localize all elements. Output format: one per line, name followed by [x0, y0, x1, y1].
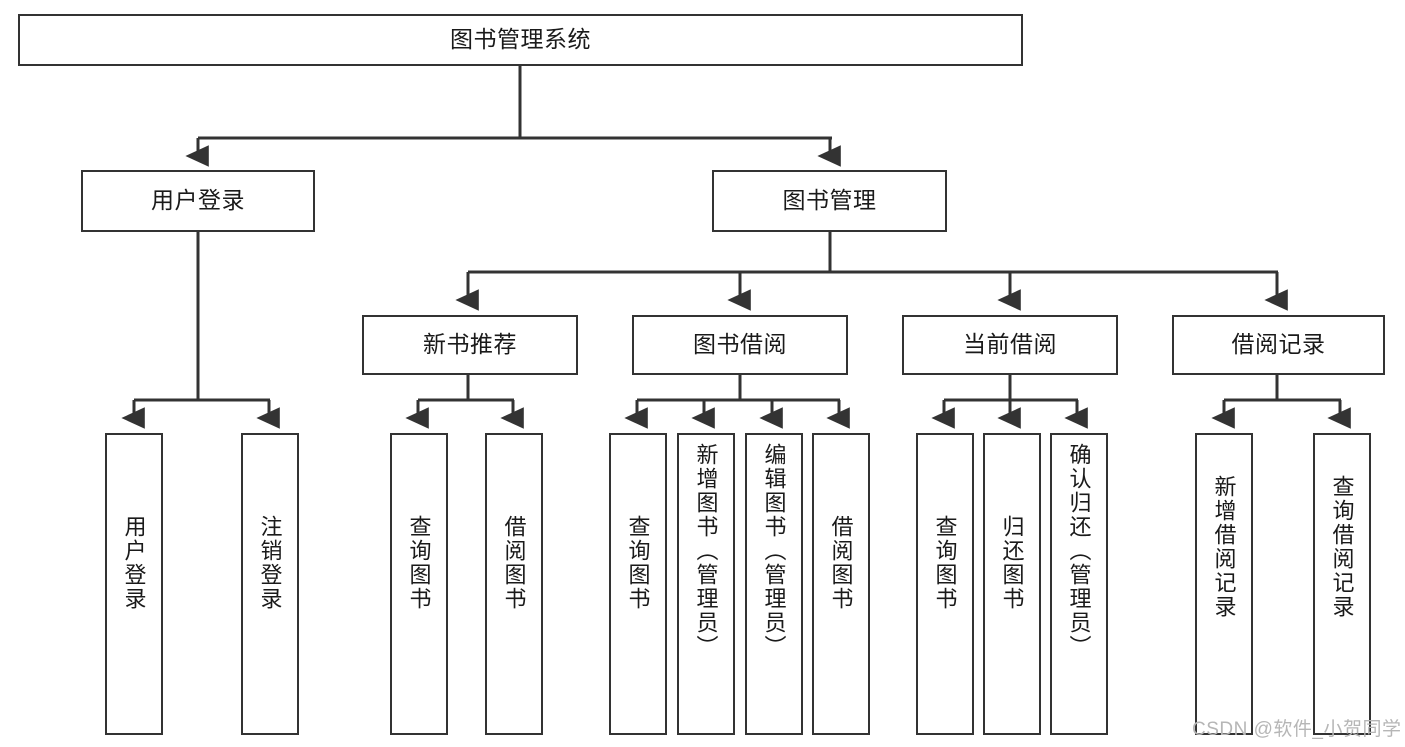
node-leaf-user-login-label: 用户登录: [121, 515, 147, 611]
node-leaf-add-book[interactable]: 新增图书（管理员）: [677, 433, 735, 735]
node-leaf-query-book-2-label: 查询图书: [625, 515, 651, 611]
node-leaf-borrow-book-2-label: 借阅图书: [828, 515, 854, 611]
node-leaf-user-logout-label: 注销登录: [257, 515, 283, 611]
node-new-book-recommend-label: 新书推荐: [423, 331, 517, 358]
node-book-manage[interactable]: 图书管理: [712, 170, 947, 232]
node-leaf-add-record[interactable]: 新增借阅记录: [1195, 433, 1253, 735]
node-leaf-user-logout[interactable]: 注销登录: [241, 433, 299, 735]
node-book-manage-label: 图书管理: [782, 187, 877, 214]
node-leaf-user-login[interactable]: 用户登录: [105, 433, 163, 735]
node-borrow-record-label: 借阅记录: [1231, 331, 1326, 358]
node-user-login[interactable]: 用户登录: [81, 170, 315, 232]
node-book-borrow-label: 图书借阅: [693, 331, 787, 358]
node-leaf-edit-book-label: 编辑图书（管理员）: [761, 443, 787, 659]
node-leaf-borrow-book-1-label: 借阅图书: [501, 515, 527, 611]
node-borrow-record[interactable]: 借阅记录: [1172, 315, 1385, 375]
node-root[interactable]: 图书管理系统: [18, 14, 1023, 66]
csdn-watermark: CSDN @软件_小贺同学: [1192, 719, 1402, 740]
node-leaf-query-record[interactable]: 查询借阅记录: [1313, 433, 1371, 735]
node-leaf-edit-book[interactable]: 编辑图书（管理员）: [745, 433, 803, 735]
node-leaf-return-book-label: 归还图书: [999, 515, 1025, 611]
node-user-login-label: 用户登录: [151, 187, 245, 214]
node-leaf-add-record-label: 新增借阅记录: [1211, 475, 1237, 619]
node-leaf-confirm-return[interactable]: 确认归还（管理员）: [1050, 433, 1108, 735]
node-leaf-query-book-2[interactable]: 查询图书: [609, 433, 667, 735]
node-leaf-add-book-label: 新增图书（管理员）: [693, 443, 719, 659]
node-current-borrow[interactable]: 当前借阅: [902, 315, 1118, 375]
node-leaf-query-book-1[interactable]: 查询图书: [390, 433, 448, 735]
node-root-label: 图书管理系统: [450, 26, 591, 53]
node-leaf-query-book-3-label: 查询图书: [932, 515, 958, 611]
node-leaf-query-book-3[interactable]: 查询图书: [916, 433, 974, 735]
node-book-borrow[interactable]: 图书借阅: [632, 315, 848, 375]
node-leaf-confirm-return-label: 确认归还（管理员）: [1066, 443, 1092, 659]
node-leaf-query-record-label: 查询借阅记录: [1329, 475, 1355, 619]
node-new-book-recommend[interactable]: 新书推荐: [362, 315, 578, 375]
node-leaf-return-book[interactable]: 归还图书: [983, 433, 1041, 735]
node-leaf-borrow-book-1[interactable]: 借阅图书: [485, 433, 543, 735]
node-leaf-borrow-book-2[interactable]: 借阅图书: [812, 433, 870, 735]
node-current-borrow-label: 当前借阅: [963, 331, 1057, 358]
node-leaf-query-book-1-label: 查询图书: [406, 515, 432, 611]
